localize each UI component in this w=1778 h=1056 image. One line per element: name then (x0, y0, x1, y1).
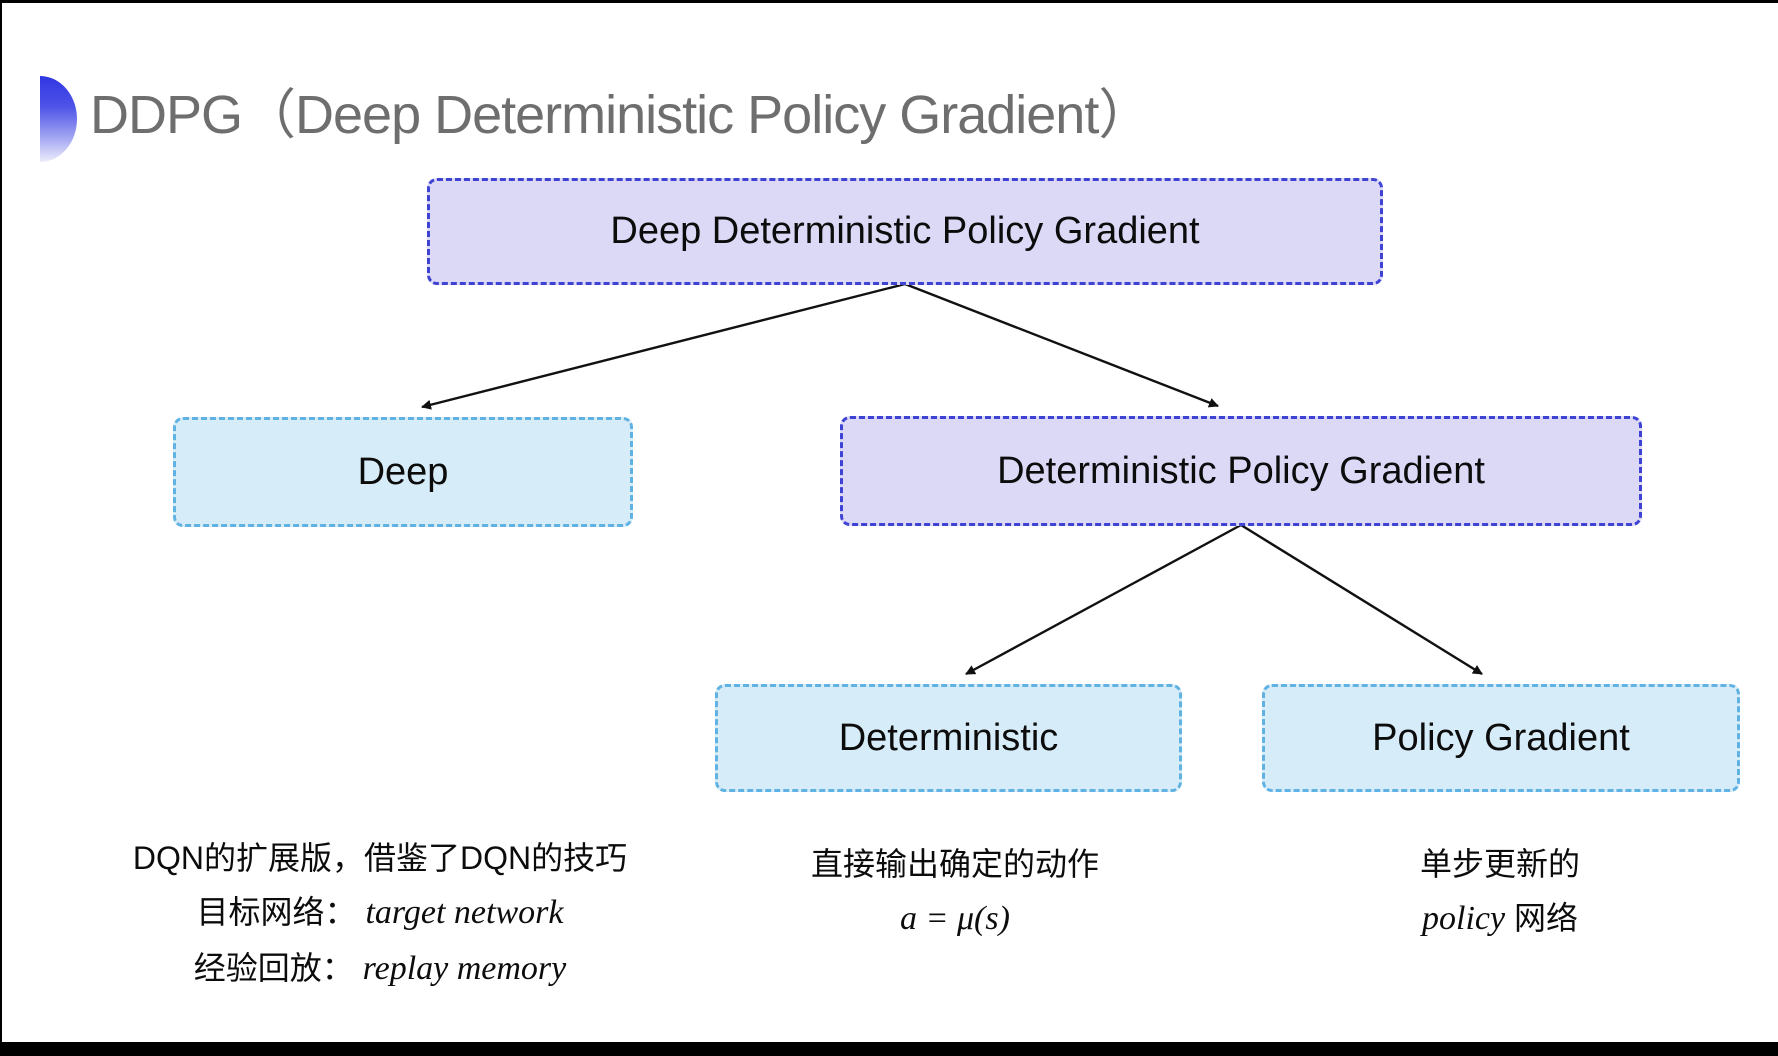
arrow-dpg-to-deterministic (965, 523, 1242, 676)
note-policy-gradient-line2-rest: 网络 (1513, 900, 1578, 936)
node-label: Deterministic (838, 716, 1059, 759)
node-deterministic-policy-gradient: Deterministic Policy Gradient (840, 416, 1642, 526)
frame-left-line (0, 0, 2, 1056)
node-deep: Deep (173, 417, 633, 527)
note-deep-line1: DQN的扩展版，借鉴了DQN的技巧 (132, 840, 628, 876)
note-deep: DQN的扩展版，借鉴了DQN的技巧 目标网络： target network 经… (110, 842, 650, 986)
note-deterministic: 直接输出确定的动作 a = μ(s) (755, 848, 1155, 936)
note-policy-gradient-line2-italic: policy (1422, 900, 1506, 937)
node-policy-gradient: Policy Gradient (1262, 684, 1740, 792)
note-deep-line2: 目标网络： target network (110, 896, 650, 930)
node-label: Deep (357, 450, 449, 493)
page-title: DDPG（Deep Deterministic Policy Gradient） (90, 85, 1152, 145)
arrow-root-to-dpg (904, 282, 1219, 408)
note-deterministic-line1: 直接输出确定的动作 (810, 846, 1099, 882)
node-deterministic: Deterministic (715, 684, 1182, 792)
arrow-root-to-deep (421, 282, 906, 410)
node-label: Deterministic Policy Gradient (997, 449, 1485, 492)
node-deep-deterministic-policy-gradient: Deep Deterministic Policy Gradient (427, 178, 1383, 285)
note-deep-line3-value: replay memory (362, 950, 567, 987)
title-bullet-icon (40, 76, 77, 162)
note-deep-line3: 经验回放： replay memory (110, 952, 650, 986)
arrow-dpg-to-policy-gradient (1240, 523, 1483, 676)
note-policy-gradient-line1: 单步更新的 (1419, 846, 1580, 882)
note-deep-line2-value: target network (365, 894, 564, 931)
note-policy-gradient: 单步更新的 policy 网络 (1300, 848, 1700, 936)
note-deep-line3-label: 经验回放： (193, 950, 354, 986)
note-deterministic-formula: a = μ(s) (900, 900, 1010, 937)
frame-bottom-bar (0, 1042, 1778, 1056)
note-deep-line2-label: 目标网络： (196, 894, 357, 930)
note-policy-gradient-line2: policy 网络 (1300, 902, 1700, 936)
frame-top-line (0, 0, 1778, 3)
node-label: Deep Deterministic Policy Gradient (610, 210, 1200, 252)
node-label: Policy Gradient (1372, 716, 1630, 759)
